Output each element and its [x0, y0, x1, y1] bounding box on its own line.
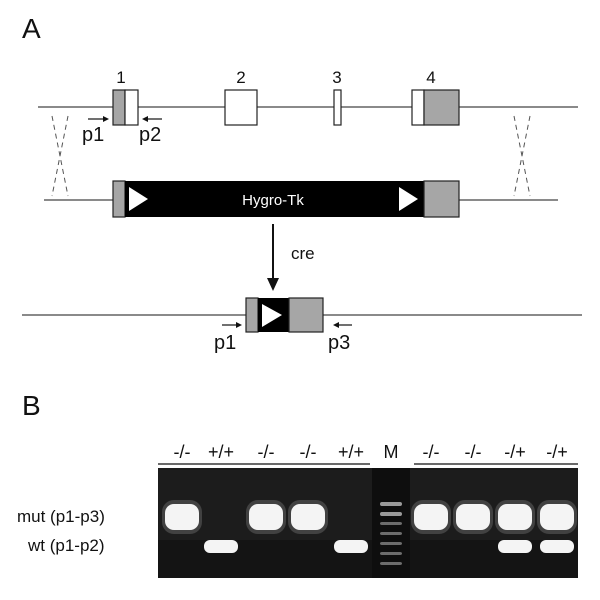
exon-4-coding [411, 89, 425, 126]
band-label-wt: wt (p1-p2) [27, 536, 105, 555]
lane-label: -/- [300, 442, 317, 462]
recombination-cross-icon [51, 115, 69, 197]
lane-label: -/- [423, 442, 440, 462]
lane-label: +/+ [208, 442, 234, 462]
marker-band [380, 562, 402, 565]
marker-band [380, 532, 402, 535]
exon-1-coding [124, 89, 139, 126]
lane-label: -/- [258, 442, 275, 462]
construct-exon-4-utr [423, 180, 460, 218]
mut-band [540, 504, 574, 530]
targeting-construct: Hygro-Tk [44, 180, 558, 218]
loxp-triangle-icon [262, 304, 282, 327]
lane-label: -/- [174, 442, 191, 462]
lane-label: -/+ [504, 442, 526, 462]
primer-p1-label: p1 [82, 124, 104, 146]
recombined-exon-4-utr [288, 297, 324, 333]
mut-band [165, 504, 199, 530]
panel-a-label: A [22, 13, 41, 44]
primer-arrow-icon [88, 116, 109, 122]
mut-band [414, 504, 448, 530]
wt-band [204, 540, 238, 553]
cassette-label: Hygro-Tk [242, 192, 304, 209]
primer-arrow-icon [222, 322, 242, 328]
lane-label: -/+ [546, 442, 568, 462]
lane-label: -/- [465, 442, 482, 462]
lane-header: -/- +/+ -/- -/- +/+ M -/- -/- -/+ -/+ [158, 442, 578, 465]
mut-band [249, 504, 283, 530]
primer-arrow-icon [142, 116, 162, 122]
mut-band [498, 504, 532, 530]
agarose-gel [158, 468, 578, 578]
marker-band [380, 522, 402, 525]
down-arrow-icon [267, 224, 279, 291]
construct-exon-1-utr [112, 180, 126, 218]
mut-band [456, 504, 490, 530]
exon-3 [333, 89, 342, 126]
exon-number-1: 1 [116, 68, 125, 87]
exon-number-4: 4 [426, 68, 435, 87]
mut-band [291, 504, 325, 530]
primer-arrow-icon [333, 322, 352, 328]
lane-label: +/+ [338, 442, 364, 462]
band-label-mut: mut (p1-p3) [17, 507, 105, 526]
marker-band [380, 512, 402, 516]
wt-band [498, 540, 532, 553]
panel-b-label: B [22, 390, 41, 421]
marker-band [380, 542, 402, 545]
exon-1-utr [112, 89, 126, 126]
primer-p1-recombined-label: p1 [214, 332, 236, 354]
hygro-tk-cassette [125, 181, 424, 217]
marker-band [380, 552, 402, 555]
primer-p2-label: p2 [139, 124, 161, 146]
recombined-allele: p1 p3 [22, 297, 582, 354]
wildtype-allele: 1 2 3 4 p1 p2 [38, 68, 578, 146]
lane-label: M [384, 442, 399, 462]
cre-label: cre [291, 244, 315, 263]
exon-number-3: 3 [332, 68, 341, 87]
marker-band [380, 502, 402, 506]
primer-p3-label: p3 [328, 332, 350, 354]
loxp-triangle-icon [129, 187, 148, 211]
wt-band [334, 540, 368, 553]
loxp-triangle-icon [399, 187, 418, 211]
recombination-cross-icon [513, 115, 531, 197]
exon-number-2: 2 [236, 68, 245, 87]
recombined-exon-1-utr [245, 297, 259, 333]
exon-4-utr [423, 89, 460, 126]
exon-2 [224, 89, 258, 126]
wt-band [540, 540, 574, 553]
